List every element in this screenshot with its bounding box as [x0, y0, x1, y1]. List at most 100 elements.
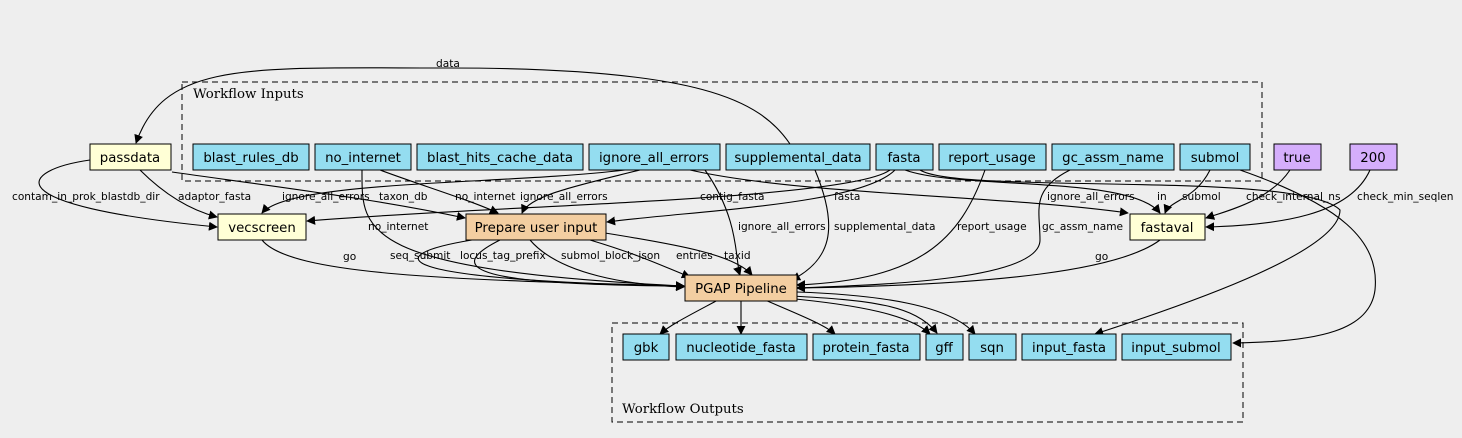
edge-out-protein — [764, 299, 836, 335]
edge-label-pgap-gc: gc_assm_name — [1042, 221, 1123, 233]
workflow-inputs-title: Workflow Inputs — [193, 87, 304, 102]
edge-labels: data contam_in_prok_blastdb_dir adaptor_… — [12, 58, 1454, 263]
svg-text:report_usage: report_usage — [948, 151, 1035, 166]
edge-label-prep-ignore: ignore_all_errors — [520, 191, 608, 203]
step-fastaval[interactable]: fastaval — [1129, 213, 1206, 241]
edge-label-check-internal-ns: check_internal_ns — [1246, 191, 1341, 203]
input-fasta[interactable]: fasta — [875, 143, 934, 171]
workflow-outputs-title: Workflow Outputs — [622, 402, 744, 417]
edge-pgap-report — [796, 169, 986, 290]
edge-prep-no-internet — [379, 169, 499, 214]
edge-label-val-in: in — [1157, 191, 1167, 203]
edge-label-pgap-report: report_usage — [957, 221, 1027, 233]
edge-out-sqn — [796, 291, 976, 335]
svg-text:gff: gff — [935, 341, 953, 356]
edge-label-locus-tag: locus_tag_prefix — [460, 250, 546, 262]
input-blast-rules-db[interactable]: blast_rules_db — [192, 143, 310, 171]
output-gbk[interactable]: gbk — [622, 333, 670, 361]
svg-text:sqn: sqn — [980, 341, 1004, 356]
edge-label-pgap-ignore: ignore_all_errors — [738, 221, 826, 233]
output-input-fasta[interactable]: input_fasta — [1021, 333, 1117, 361]
edge-seq-submit — [417, 239, 685, 291]
constant-200[interactable]: 200 — [1349, 143, 1398, 171]
edge-val-in — [904, 169, 1161, 214]
edge-label-vec-ignore: ignore_all_errors — [282, 191, 370, 203]
edge-label-taxon-db: taxon_db — [379, 191, 428, 203]
svg-text:protein_fasta: protein_fasta — [822, 341, 909, 356]
input-gc-assm-name[interactable]: gc_assm_name — [1051, 143, 1175, 171]
edge-out-gff — [784, 297, 931, 335]
edge-out-gbk — [659, 299, 719, 335]
input-blast-hits-cache-data[interactable]: blast_hits_cache_data — [416, 143, 584, 171]
edge-label-val-go: go — [1095, 251, 1108, 263]
output-sqn[interactable]: sqn — [968, 333, 1017, 361]
svg-text:gbk: gbk — [634, 341, 659, 356]
edge-taxon-db — [171, 171, 466, 221]
svg-text:PGAP Pipeline: PGAP Pipeline — [695, 282, 787, 297]
edge-label-val-submol: submol — [1182, 191, 1221, 203]
edge-label-contig-fasta: contig_fasta — [700, 191, 765, 203]
edge-label-data: data — [436, 58, 460, 70]
edge-vec-go — [261, 239, 685, 291]
edge-label-val-fasta: fasta — [834, 191, 860, 203]
edges — [38, 67, 1376, 348]
edge-check-min-seqlen — [1205, 169, 1371, 232]
svg-text:passdata: passdata — [100, 151, 160, 166]
step-passdata[interactable]: passdata — [89, 143, 172, 171]
edge-pgap-supplemental — [791, 169, 830, 281]
svg-text:blast_hits_cache_data: blast_hits_cache_data — [427, 151, 573, 166]
svg-text:Prepare user input: Prepare user input — [475, 221, 598, 236]
input-supplemental-data[interactable]: supplemental_data — [725, 143, 871, 171]
step-pgap-pipeline[interactable]: PGAP Pipeline — [684, 274, 798, 302]
edge-label-pgap-no-internet: no_internet — [368, 221, 428, 233]
edge-label-submol-block: submol_block_json — [561, 250, 660, 262]
edge-vec-ignore — [261, 169, 626, 214]
constant-true[interactable]: true — [1273, 143, 1322, 171]
output-protein-fasta[interactable]: protein_fasta — [812, 333, 921, 361]
edge-input-fasta — [919, 169, 1341, 336]
edge-label-seq-submit: seq_submit — [390, 250, 450, 262]
edge-submol-block — [529, 239, 685, 292]
svg-text:gc_assm_name: gc_assm_name — [1062, 151, 1164, 166]
svg-text:fasta: fasta — [887, 151, 920, 166]
edge-label-contam: contam_in_prok_blastdb_dir — [12, 191, 160, 203]
input-ignore-all-errors[interactable]: ignore_all_errors — [588, 143, 721, 171]
edge-label-prep-no-internet: no_internet — [455, 191, 515, 203]
input-submol[interactable]: submol — [1179, 143, 1251, 171]
step-prepare-user-input[interactable]: Prepare user input — [465, 213, 607, 241]
edge-val-submol — [1163, 169, 1211, 214]
svg-text:200: 200 — [1360, 151, 1385, 166]
input-no-internet[interactable]: no_internet — [314, 143, 412, 171]
edge-input-submol — [1232, 169, 1376, 348]
svg-text:true: true — [1283, 151, 1310, 166]
edge-label-vec-go: go — [343, 251, 356, 263]
edge-pgap-no-internet — [361, 169, 685, 291]
edge-label-pgap-supplemental: supplemental_data — [834, 221, 935, 233]
edge-out-gff-2 — [789, 295, 938, 334]
svg-text:submol: submol — [1191, 151, 1240, 166]
svg-text:input_fasta: input_fasta — [1032, 341, 1106, 356]
edge-label-val-ignore: ignore_all_errors — [1047, 191, 1135, 203]
edge-label-entries: entries — [676, 250, 713, 262]
svg-text:vecscreen: vecscreen — [228, 221, 296, 236]
edge-pgap-gc — [796, 169, 1071, 293]
edge-label-adaptor: adaptor_fasta — [178, 191, 251, 203]
edge-locus-tag — [473, 239, 685, 291]
svg-text:fastaval: fastaval — [1141, 221, 1194, 236]
edge-label-check-min-seqlen: check_min_seqlen — [1357, 191, 1454, 203]
output-input-submol[interactable]: input_submol — [1121, 333, 1232, 361]
edge-adaptor — [139, 169, 218, 220]
edge-val-go — [796, 239, 1161, 293]
svg-text:ignore_all_errors: ignore_all_errors — [599, 151, 709, 166]
edge-label-taxid: taxid — [724, 250, 751, 262]
output-nucleotide-fasta[interactable]: nucleotide_fasta — [675, 333, 808, 361]
step-vecscreen[interactable]: vecscreen — [217, 213, 307, 241]
edge-contam — [38, 159, 218, 231]
edge-taxid — [604, 232, 753, 276]
output-gff[interactable]: gff — [925, 333, 964, 361]
edge-pgap-ignore — [704, 169, 742, 276]
input-report-usage[interactable]: report_usage — [938, 143, 1047, 171]
edge-check-internal-ns — [1205, 169, 1291, 220]
workflow-inputs-cluster: Workflow Inputs — [181, 81, 1263, 182]
